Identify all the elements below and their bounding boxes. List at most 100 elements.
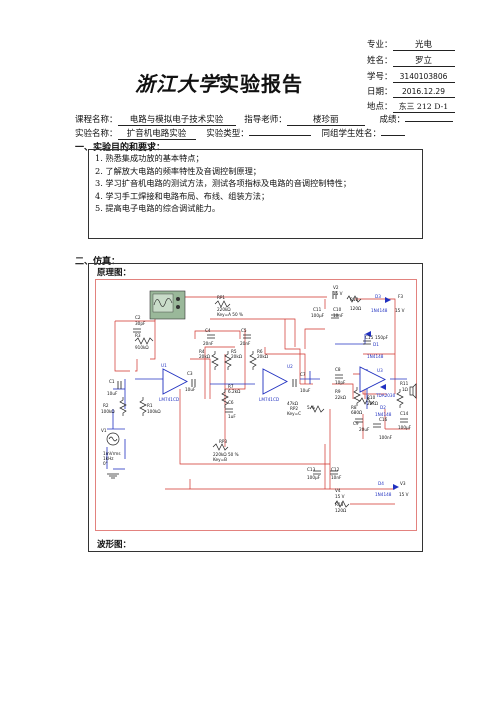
label-c11v: 100μF <box>311 313 325 318</box>
label-r11v: 1Ω <box>402 387 409 392</box>
label-v2: V2 <box>333 285 339 290</box>
label-v4v: 15 V <box>335 494 345 499</box>
objective-item: 3. 学习扩音机电路的测试方法，测试各项指标及电路的音调控制特性； <box>95 178 352 189</box>
label-c10: C10 <box>333 307 342 312</box>
label-r13: R13 <box>335 502 344 507</box>
experiment-label: 实验名称： <box>75 129 118 139</box>
label-c4: C4 <box>205 328 211 333</box>
label-c8v: 10pF <box>335 380 346 385</box>
diode-d4-icon <box>393 484 399 490</box>
label-r10v: 22kΩ <box>367 401 379 406</box>
course-value: 电路与模拟电子技术实验 <box>117 115 236 126</box>
label-c5v: 20nF <box>240 341 251 346</box>
partner-value <box>380 135 405 136</box>
label-d3: D3 <box>375 294 381 299</box>
label-d1: D1 <box>373 342 379 347</box>
label-u1m: LM741CD <box>159 397 179 402</box>
waveform-label: 波形图： <box>97 540 132 550</box>
label-rp1v: 220kΩ <box>217 307 231 312</box>
label-d4m: 1N4148 <box>375 492 392 497</box>
label-c9: C9 <box>353 421 359 426</box>
label-c12v: 10nF <box>331 475 342 480</box>
label-c14v: 100μF <box>398 425 412 430</box>
label-c6: C6 <box>228 400 234 405</box>
oscilloscope-icon <box>149 290 186 320</box>
score-value <box>404 121 453 122</box>
label-d3m: 1N4148 <box>371 308 388 313</box>
label-c15: C15 <box>365 335 374 340</box>
capacitor-symbols <box>117 291 408 475</box>
label-r11: R11 <box>400 381 409 386</box>
label-rp2v: 47kΩ <box>287 401 299 406</box>
label-c11: C11 <box>313 307 322 312</box>
label-u3: U3 <box>377 368 383 373</box>
date-row: 日期：2016.12.29 <box>367 85 455 98</box>
label-r6: R6 <box>257 349 263 354</box>
label-c12: C12 <box>331 467 340 472</box>
label-v3: V3 <box>400 481 406 486</box>
label-c4v: 20nF <box>203 341 214 346</box>
label-r13v: 120Ω <box>335 508 347 513</box>
label-r9: R9 <box>335 389 341 394</box>
label-r2: R2 <box>103 403 109 408</box>
opamp-u3-icon <box>359 366 387 393</box>
label-c7v: 10uF <box>300 388 311 393</box>
label-rp2k: Key=C <box>287 411 301 416</box>
name-value: 罗立 <box>392 56 455 67</box>
place-value: 东三 212 D-1 <box>392 102 455 113</box>
label-c16: C16 <box>379 417 388 422</box>
label-c1v: 10uF <box>107 391 118 396</box>
label-f3: F3 <box>398 294 403 299</box>
label-u2m: LM741CD <box>259 397 279 402</box>
objective-item: 5. 提高电子电路的综合调试能力。 <box>95 203 221 214</box>
resistor-symbols <box>119 295 404 508</box>
label-c13: C13 <box>307 467 316 472</box>
label-c7: C7 <box>300 372 306 377</box>
label-r2v: 100kΩ <box>101 409 115 414</box>
label-r5v: 20kΩ <box>231 354 243 359</box>
place-row: 地点：东三 212 D-1 <box>367 100 455 113</box>
circuit-schematic: C2 30pF R3 910kΩ RP1 220kΩ Key=A 50 % C4… <box>95 279 417 531</box>
opamp-symbols <box>162 366 387 395</box>
university-logo: 浙江大学 <box>135 72 219 96</box>
name-row: 姓名：罗立 <box>367 54 455 67</box>
label-u2: U2 <box>287 364 293 369</box>
label-c16v: 100nF <box>379 435 393 440</box>
diode-d1-icon <box>365 331 371 337</box>
label-r6v: 20kΩ <box>257 354 269 359</box>
label-c14: C14 <box>400 411 409 416</box>
id-label: 学号： <box>367 72 393 82</box>
label-c6v: 1uF <box>228 414 236 419</box>
label-v2v: 15 V <box>333 291 343 296</box>
label-c9v: 20uF <box>359 427 370 432</box>
label-c2v: 30pF <box>135 321 146 326</box>
label-f3v: 15 V <box>395 308 405 313</box>
major-value: 光电 <box>392 40 455 51</box>
label-v1c: 0° <box>103 461 108 466</box>
report-title-text: 实验报告 <box>219 72 303 96</box>
label-v1b: 1kHz <box>103 456 114 461</box>
diode-d3-icon <box>385 297 391 303</box>
experiment-row: 实验名称：扩音机电路实验 实验类型： 同组学生姓名： <box>75 127 405 140</box>
schematic-label: 原理图： <box>97 268 132 278</box>
date-value: 2016.12.29 <box>392 87 455 98</box>
label-c2: C2 <box>135 315 141 320</box>
label-r4v: 20kΩ <box>199 354 211 359</box>
label-u3m: TDA2030 <box>375 393 396 398</box>
diode-d2-icon <box>380 384 386 390</box>
label-c3v: 10uF <box>185 387 196 392</box>
label-c5: C5 <box>241 328 247 333</box>
label-c8: C8 <box>335 367 341 372</box>
course-label: 课程名称： <box>75 115 118 125</box>
section2-heading: 二、仿真： <box>75 257 121 267</box>
label-rp1: RP1 <box>217 295 225 300</box>
label-u1: U1 <box>161 363 167 368</box>
label-rp3: RP3 <box>219 439 227 444</box>
component-labels: C2 30pF R3 910kΩ RP1 220kΩ Key=A 50 % C4… <box>101 285 412 513</box>
major-label: 专业： <box>367 40 393 50</box>
teacher-label: 指导老师： <box>244 115 287 125</box>
label-rp3v: 220kΩ 50 % <box>213 452 239 457</box>
label-c10v: 10nF <box>333 313 344 318</box>
id-row: 学号：3140103806 <box>367 70 455 83</box>
teacher-value: 楼珍丽 <box>286 115 365 126</box>
